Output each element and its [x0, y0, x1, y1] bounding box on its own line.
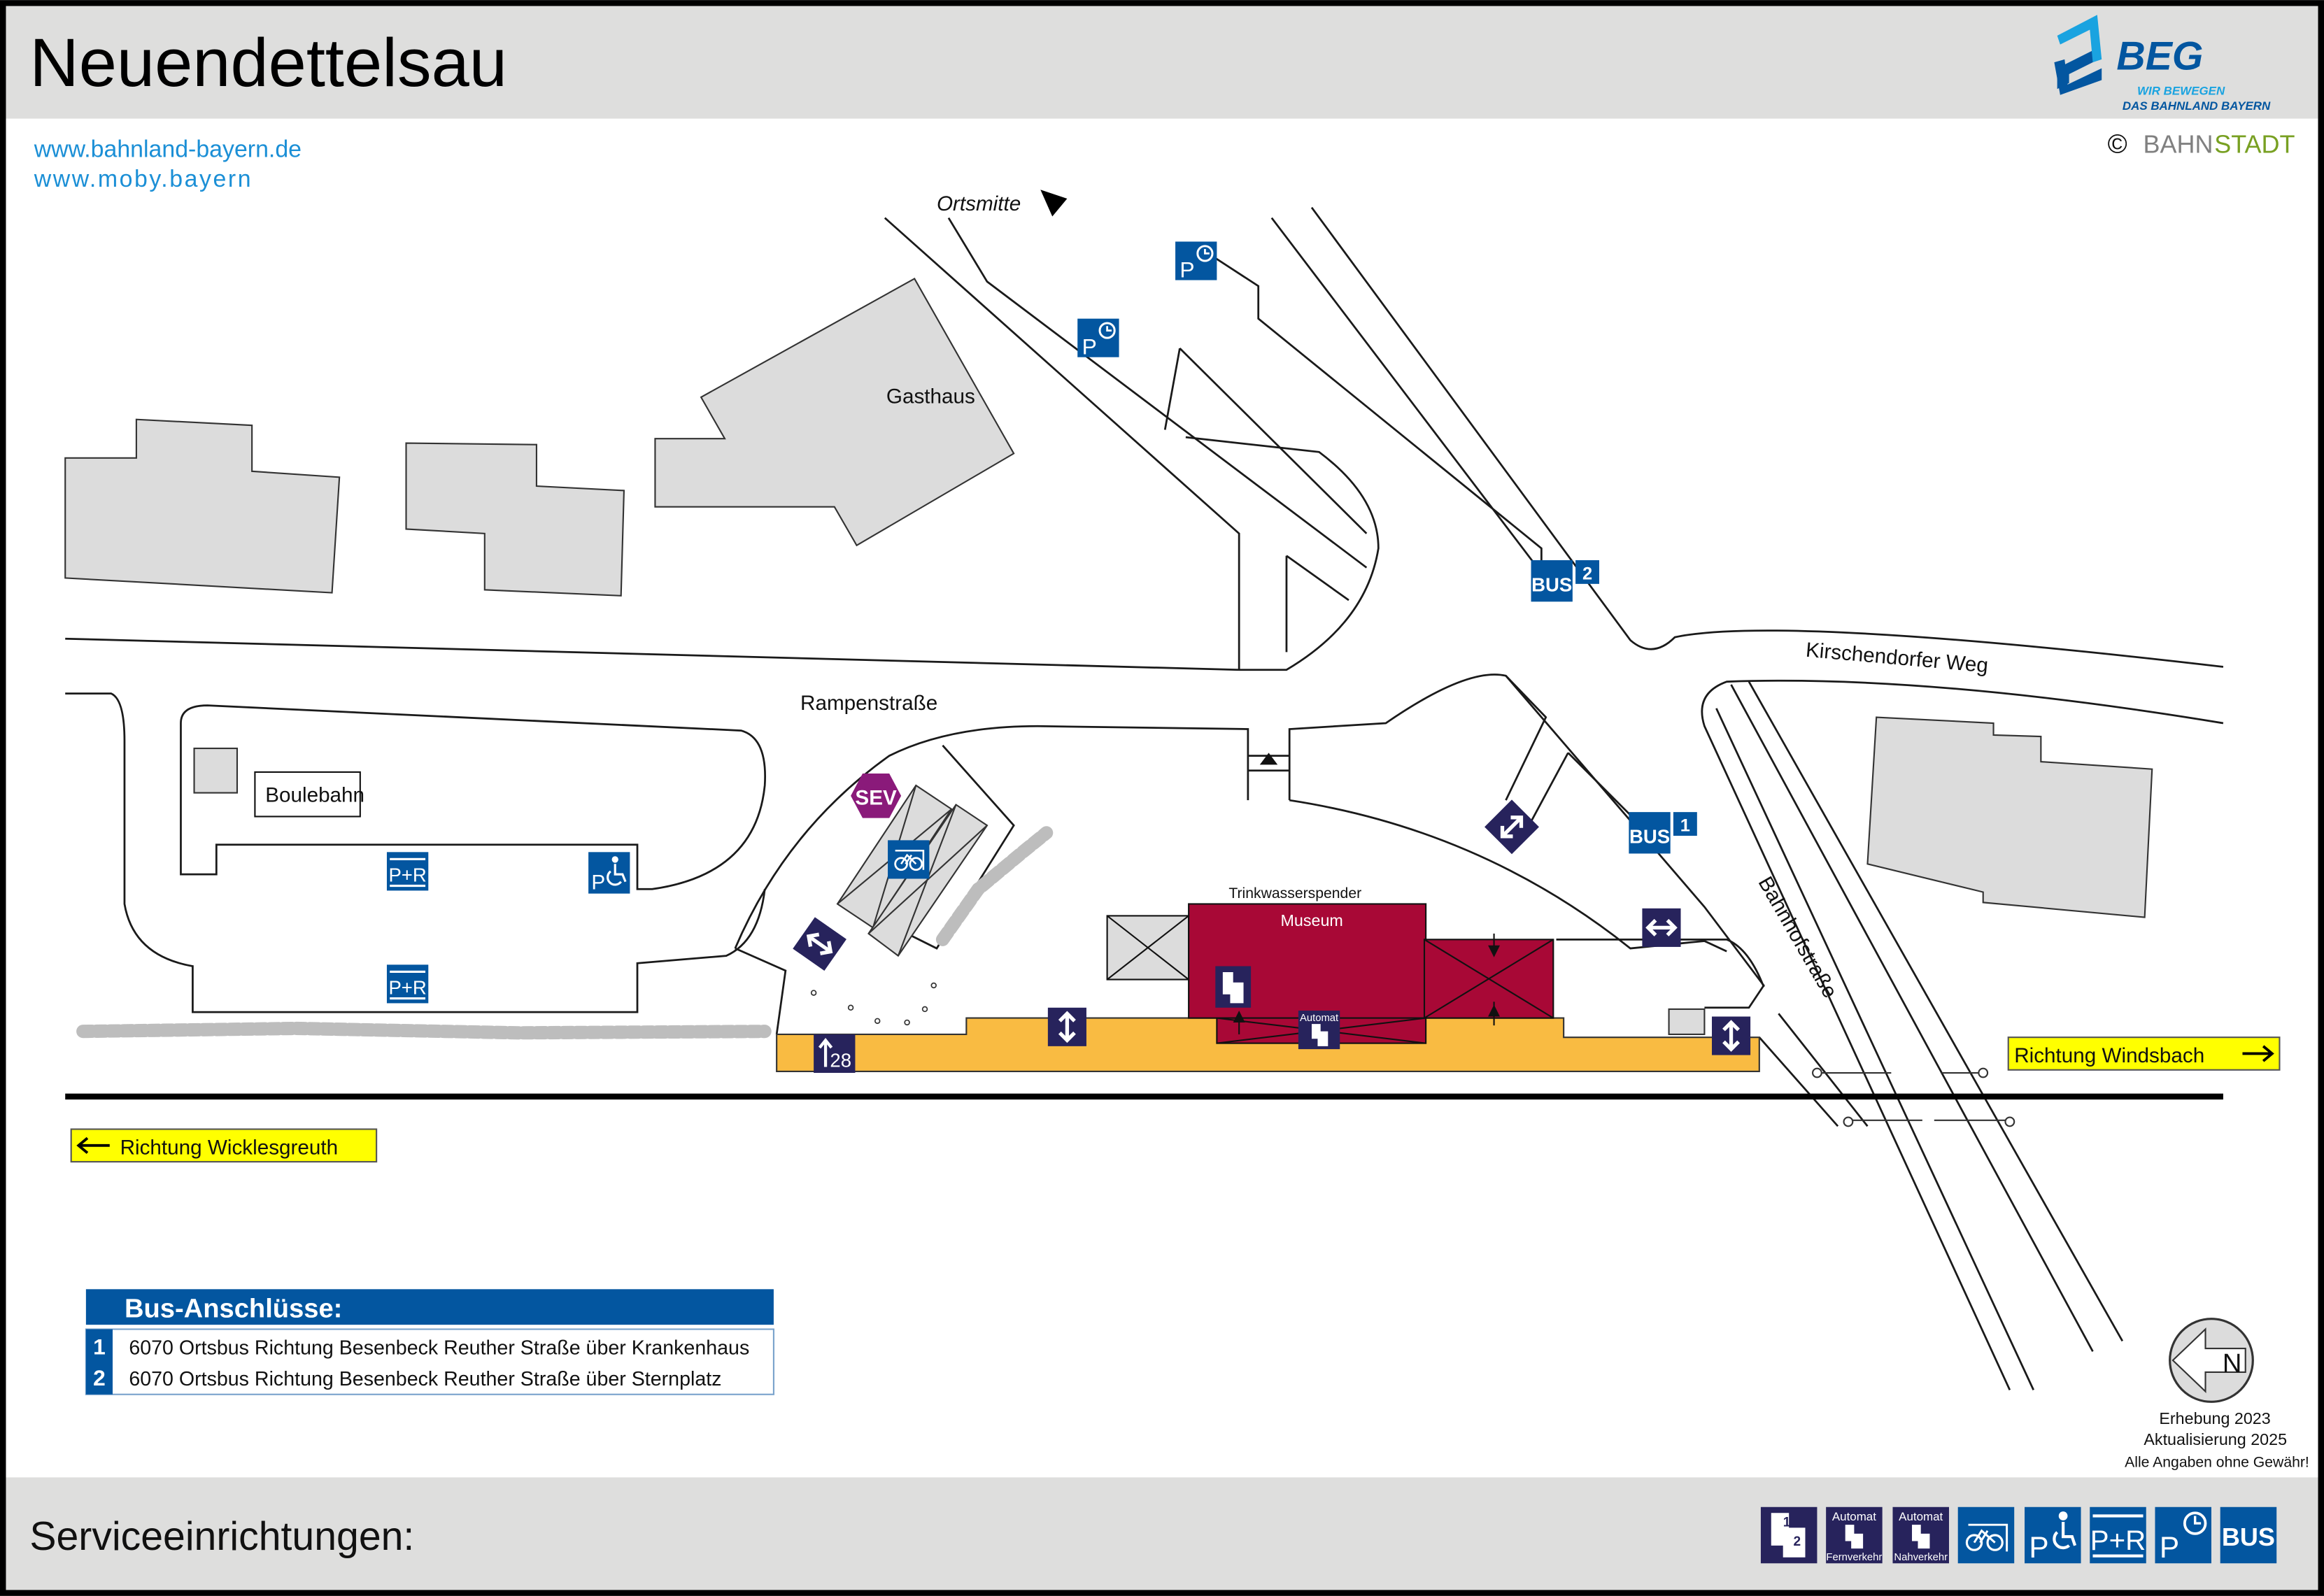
level-crossing	[1812, 1067, 2015, 1127]
stairs-icon[interactable]	[1048, 1008, 1086, 1046]
header-band	[6, 6, 2318, 119]
svg-text:BAHN: BAHN	[2144, 129, 2213, 158]
hedge	[935, 826, 1054, 946]
stairs-icon[interactable]	[1712, 1016, 1750, 1055]
svg-text:P: P	[2029, 1531, 2048, 1564]
bus-connections-title: Bus-Anschlüsse:	[125, 1294, 342, 1324]
survey-note: Erhebung 2023	[2159, 1409, 2270, 1427]
bus-stop-1[interactable]: BUS 1	[1629, 812, 1697, 854]
legend-ticket-machine-long-distance-icon: Automat Fernverkehr	[1826, 1506, 1883, 1564]
legend-ticket-office-icon: 1 2	[1760, 1506, 1818, 1564]
svg-text:P+R: P+R	[2090, 1525, 2146, 1556]
sev-icon[interactable]: SEV	[851, 774, 902, 818]
svg-text:1: 1	[1680, 816, 1690, 836]
legend-short-term-parking-icon: P	[2155, 1506, 2211, 1564]
svg-text:1: 1	[93, 1334, 106, 1360]
link-bahnland[interactable]: www.bahnland-bayern.de	[34, 136, 302, 163]
path-arrow-icon[interactable]	[1642, 909, 1680, 947]
svg-text:DAS BAHNLAND BAYERN: DAS BAHNLAND BAYERN	[2123, 99, 2271, 113]
legend-park-and-ride-icon: P+R	[2090, 1506, 2146, 1564]
entrance-arrow	[1233, 1011, 1245, 1034]
svg-text:Automat: Automat	[1899, 1510, 1943, 1523]
svg-text:P: P	[591, 871, 605, 894]
svg-text:P: P	[1179, 257, 1194, 282]
boulebahn: Boulebahn	[254, 771, 364, 818]
building-grey	[1106, 915, 1190, 981]
platform	[776, 1017, 1760, 1072]
svg-text:WIR BEWEGEN: WIR BEWEGEN	[2137, 85, 2225, 98]
svg-text:P+R: P+R	[388, 864, 426, 886]
building	[405, 442, 625, 597]
svg-text:Richtung Windsbach: Richtung Windsbach	[2014, 1044, 2204, 1067]
shed	[1668, 1008, 1706, 1035]
legend-disabled-parking-icon: P	[2025, 1506, 2081, 1564]
short-term-parking-icon[interactable]: P	[1174, 240, 1218, 282]
bus-connection-row: 6070 Ortsbus Richtung Besenbeck Reuther …	[129, 1337, 749, 1360]
service-title: Serviceeinrichtungen:	[29, 1514, 414, 1559]
svg-text:STADT: STADT	[2214, 129, 2295, 158]
ticket-office-icon[interactable]	[1215, 966, 1252, 1008]
disabled-parking-icon[interactable]: P	[588, 852, 630, 894]
bike-parking-icon[interactable]	[888, 840, 930, 879]
entrance-arrow	[1488, 933, 1501, 1026]
direction-wicklesgreuth: Richtung Wicklesgreuth	[70, 1128, 378, 1163]
svg-text:2: 2	[1582, 564, 1592, 584]
svg-text:Fernverkehr: Fernverkehr	[1826, 1552, 1882, 1563]
svg-text:P: P	[1082, 334, 1097, 359]
svg-text:©: ©	[2108, 129, 2127, 159]
svg-text:BEG: BEG	[2116, 34, 2203, 79]
ticket-machine-icon[interactable]: Automat	[1298, 1011, 1340, 1050]
hedge	[76, 1021, 772, 1040]
short-term-parking-icon[interactable]: P	[1076, 318, 1121, 359]
svg-text:2: 2	[93, 1365, 106, 1390]
link-moby[interactable]: www.moby.bayern	[34, 166, 253, 192]
trinkwasserspender-label: Trinkwasserspender	[1228, 885, 1361, 902]
update-note: Aktualisierung 2025	[2144, 1430, 2287, 1448]
station-annex	[1423, 939, 1554, 1019]
platform-number: 28	[814, 1034, 856, 1074]
bus-connections-panel: Bus-Anschlüsse: 1 6070 Ortsbus Richtung …	[85, 1289, 774, 1395]
svg-text:BUS: BUS	[1531, 573, 1572, 595]
ortsmitte-label: Ortsmitte	[937, 192, 1021, 215]
svg-text:N: N	[2223, 1348, 2242, 1378]
svg-text:28: 28	[830, 1050, 851, 1071]
svg-text:BUS: BUS	[1629, 826, 1670, 848]
legend-bus-icon: BUS	[2220, 1506, 2277, 1564]
park-and-ride-icon[interactable]: P+R	[386, 852, 429, 891]
page-title: Neuendettelsau	[29, 24, 507, 101]
disclaimer: Alle Angaben ohne Gewähr!	[2125, 1455, 2309, 1471]
svg-text:Automat: Automat	[1300, 1013, 1339, 1024]
building	[1866, 716, 2153, 918]
bus-stop-2[interactable]: BUS 2	[1531, 560, 1599, 602]
building-small	[193, 747, 239, 794]
gasthaus-label: Gasthaus	[886, 385, 975, 408]
bus-connection-row: 6070 Ortsbus Richtung Besenbeck Reuther …	[129, 1368, 721, 1390]
bollards	[810, 982, 937, 1026]
svg-text:Automat: Automat	[1832, 1510, 1876, 1523]
ortsmitte-arrow-icon	[1040, 190, 1068, 217]
svg-text:2: 2	[1794, 1534, 1801, 1549]
svg-text:Richtung Wicklesgreuth: Richtung Wicklesgreuth	[120, 1137, 339, 1160]
legend-bike-parking-icon	[1957, 1506, 2015, 1564]
svg-text:Nahverkehr: Nahverkehr	[1894, 1552, 1948, 1563]
roads	[65, 206, 2224, 1390]
svg-text:1: 1	[1783, 1515, 1791, 1530]
beg-logo: BEG WIR BEWEGEN DAS BAHNLAND BAYERN	[2054, 15, 2271, 113]
park-and-ride-icon[interactable]: P+R	[386, 964, 429, 1004]
building	[64, 418, 341, 594]
legend-ticket-machine-regional-icon: Automat Nahverkehr	[1892, 1506, 1949, 1564]
rampenstrasse-label: Rampenstraße	[800, 692, 937, 715]
bahnstadt-copyright: © BAHN STADT	[2108, 129, 2295, 159]
gasthaus-building	[654, 277, 1015, 547]
direction-windsbach: Richtung Windsbach	[2007, 1036, 2281, 1071]
museum-label: Museum	[1280, 911, 1342, 929]
svg-text:Boulebahn: Boulebahn	[265, 783, 364, 806]
north-arrow-icon: N	[2169, 1318, 2254, 1403]
svg-text:SEV: SEV	[855, 787, 897, 810]
svg-text:BUS: BUS	[2222, 1523, 2275, 1551]
svg-text:P: P	[2160, 1531, 2179, 1564]
svg-text:P+R: P+R	[388, 977, 426, 999]
